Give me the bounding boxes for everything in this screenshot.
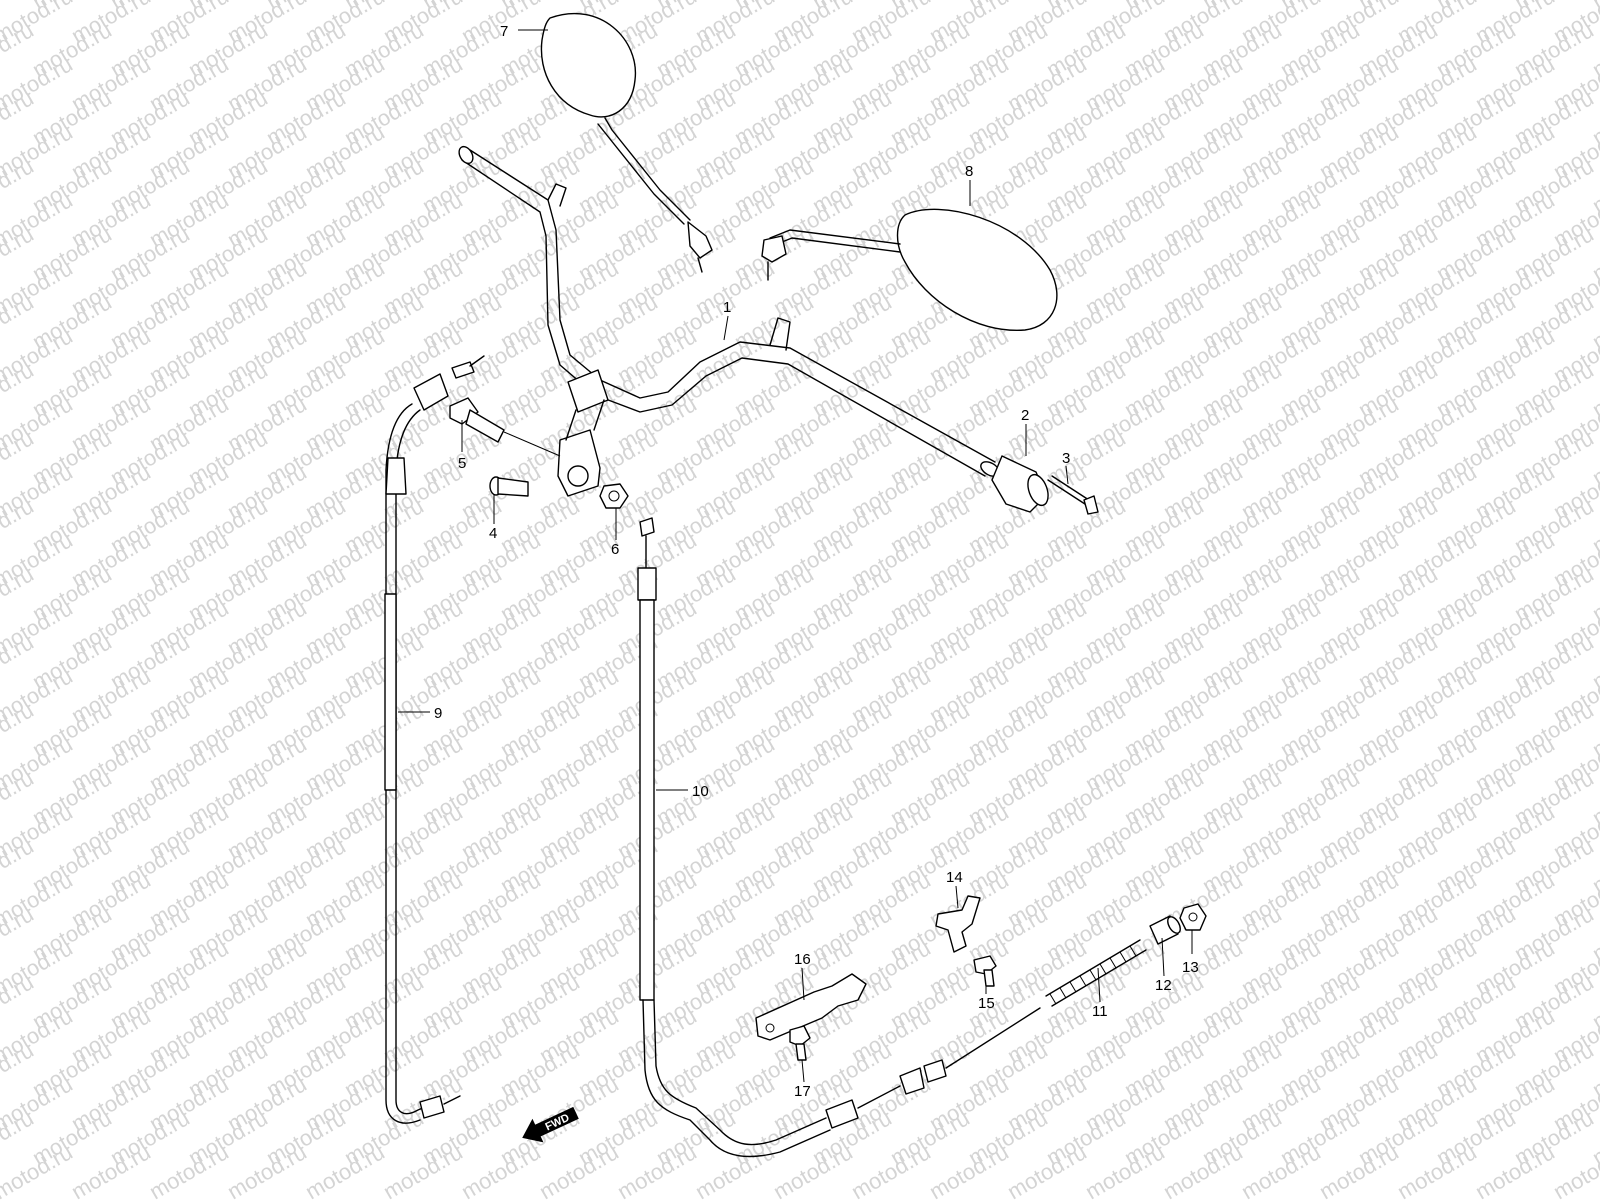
callout-1: 1 [723,299,731,316]
bolt-15 [973,955,997,987]
callout-12: 12 [1155,977,1172,994]
callout-17: 17 [794,1083,811,1100]
callout-6: 6 [611,541,619,558]
callout-13: 13 [1182,959,1199,976]
callout-11: 11 [1092,1003,1108,1020]
callout-7: 7 [500,23,508,40]
grip-end [991,455,1049,513]
callout-9: 9 [434,705,442,722]
callout-4: 4 [489,525,497,542]
callout-2: 2 [1021,407,1029,424]
callout-15: 15 [978,995,995,1012]
callout-14: 14 [946,869,963,886]
callout-10: 10 [692,783,709,800]
callout-16: 16 [794,951,811,968]
callout-8: 8 [965,163,973,180]
callout-5: 5 [458,455,466,472]
callout-3: 3 [1062,450,1070,467]
